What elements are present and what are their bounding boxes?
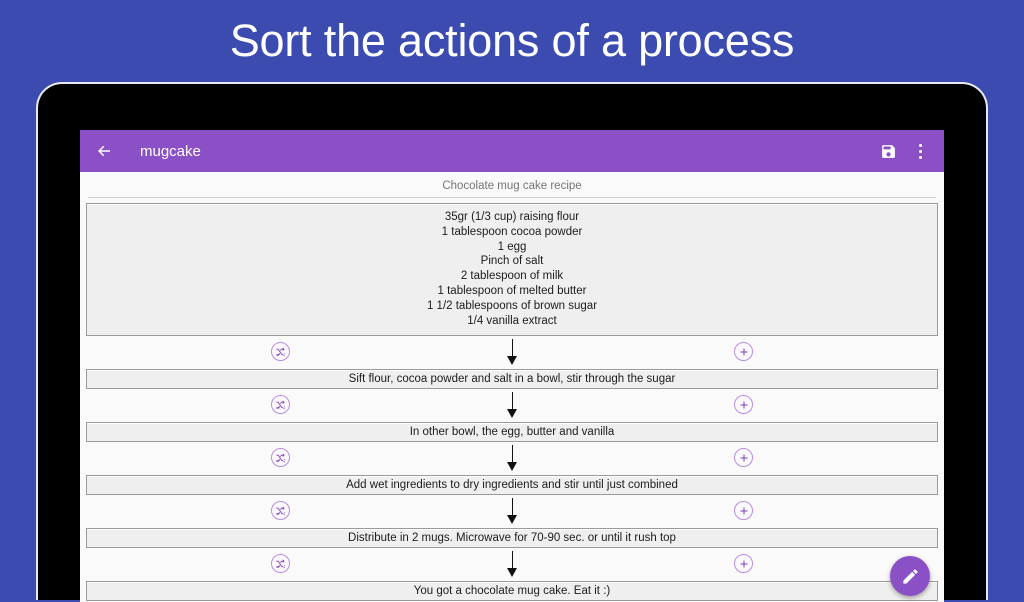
add-circle-icon[interactable]: [734, 448, 753, 468]
recipe-title: Chocolate mug cake recipe: [442, 180, 582, 192]
ingredient-line: Pinch of salt: [480, 255, 544, 268]
step-connector: [86, 336, 938, 369]
device-screen: mugcake Chocolate mug cake recipe 35gr (…: [80, 130, 944, 602]
step-row[interactable]: Add wet ingredients to dry ingredients a…: [86, 475, 938, 496]
shuffle-icon[interactable]: [271, 448, 290, 468]
add-circle-icon[interactable]: [734, 554, 753, 574]
overflow-menu-icon[interactable]: [910, 137, 930, 165]
add-circle-icon[interactable]: [734, 501, 753, 521]
step-row[interactable]: You got a chocolate mug cake. Eat it :): [86, 581, 938, 602]
down-arrow-icon: [86, 339, 938, 366]
app-bar: mugcake: [80, 130, 944, 172]
shuffle-icon[interactable]: [271, 342, 290, 362]
overflow-dot: [918, 149, 922, 153]
app-bar-title: mugcake: [140, 142, 201, 160]
promo-headline: Sort the actions of a process: [229, 15, 795, 66]
shuffle-icon[interactable]: [271, 501, 290, 521]
step-connector: [86, 548, 938, 581]
save-icon[interactable]: [874, 137, 902, 165]
step-row[interactable]: Sift flour, cocoa powder and salt in a b…: [86, 369, 938, 390]
ingredient-line: 1/4 vanilla extract: [467, 314, 557, 327]
ingredient-line: 35gr (1/3 cup) raising flour: [444, 211, 580, 223]
ingredient-line: 2 tablespoon of milk: [460, 270, 564, 283]
ingredient-line: 1 egg: [497, 240, 527, 253]
ingredient-line: 1 tablespoon of melted butter: [437, 284, 587, 297]
down-arrow-icon: [86, 551, 938, 578]
down-arrow-icon: [86, 445, 938, 472]
overflow-dot: [918, 155, 922, 159]
step-row[interactable]: In other bowl, the egg, butter and vanil…: [86, 422, 938, 443]
step-connector: [86, 442, 938, 475]
shuffle-icon[interactable]: [271, 395, 290, 415]
tablet-device-frame: mugcake Chocolate mug cake recipe 35gr (…: [36, 82, 988, 602]
steps-container: Sift flour, cocoa powder and salt in a b…: [86, 336, 938, 602]
step-connector: [86, 389, 938, 422]
overflow-dots: [918, 142, 922, 160]
back-arrow-icon[interactable]: [90, 137, 118, 165]
process-editor-content: Chocolate mug cake recipe 35gr (1/3 cup)…: [80, 172, 944, 602]
ingredient-line: 1 1/2 tablespoons of brown sugar: [426, 299, 598, 312]
down-arrow-icon: [86, 392, 938, 419]
edit-fab-button[interactable]: [890, 556, 930, 596]
add-circle-icon[interactable]: [734, 342, 753, 362]
add-circle-icon[interactable]: [734, 395, 753, 415]
shuffle-icon[interactable]: [271, 554, 290, 574]
down-arrow-icon: [86, 498, 938, 525]
step-row[interactable]: Distribute in 2 mugs. Microwave for 70-9…: [86, 528, 938, 549]
step-connector: [86, 495, 938, 528]
ingredient-line: 1 tablespoon cocoa powder: [441, 225, 583, 238]
ingredients-panel[interactable]: 35gr (1/3 cup) raising flour 1 tablespoon…: [86, 203, 938, 337]
promo-banner: Sort the actions of a process: [0, 0, 1024, 82]
overflow-dot: [918, 143, 922, 147]
edit-pencil-icon: [902, 568, 918, 584]
title-divider: [88, 197, 936, 198]
